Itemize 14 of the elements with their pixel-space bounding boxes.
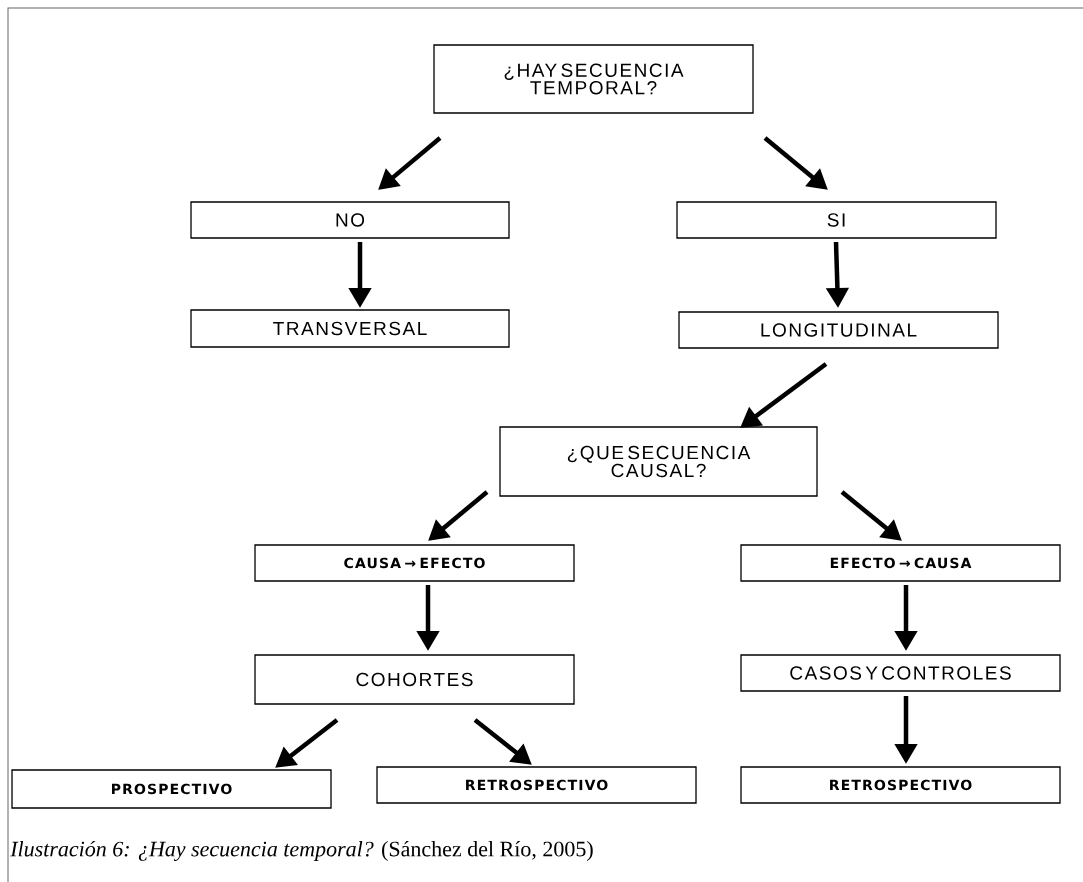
process-box: RETROSPECTIVO bbox=[376, 766, 697, 804]
caption: Ilustración 6: ¿Hay secuencia temporal? (Sánchez del Río, 2005) bbox=[10, 840, 593, 861]
process-box: PROSPECTIVO bbox=[11, 769, 332, 809]
process-box: COHORTES bbox=[254, 654, 575, 705]
process-box: NO bbox=[190, 201, 510, 239]
process-box: EFECTO → CAUSA bbox=[740, 544, 1061, 582]
process-box: CASOS Y CONTROLES bbox=[740, 654, 1061, 692]
process-box: RETROSPECTIVO bbox=[740, 766, 1061, 804]
process-box: LONGITUDINAL bbox=[678, 311, 999, 349]
process-box: SI bbox=[676, 201, 997, 239]
process-box: ¿QUE SECUENCIA CAUSAL? bbox=[499, 426, 818, 497]
process-box: TRANSVERSAL bbox=[190, 309, 510, 348]
process-box: CAUSA → EFECTO bbox=[254, 544, 575, 582]
process-box: ¿HAY SECUENCIA TEMPORAL? bbox=[433, 44, 754, 114]
